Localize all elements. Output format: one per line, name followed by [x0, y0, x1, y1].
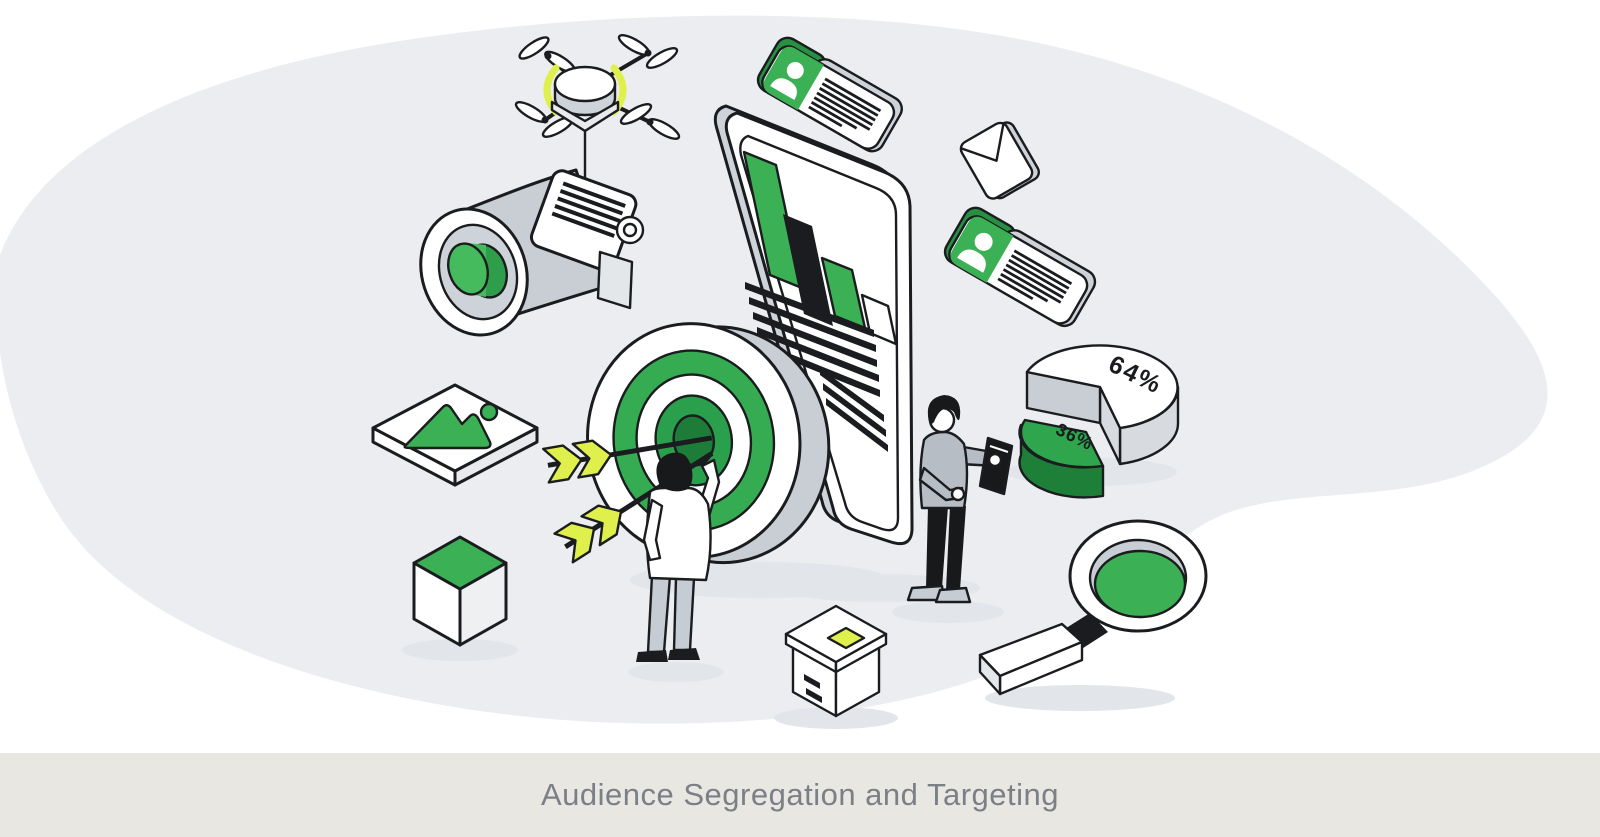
- smartphone: [713, 104, 914, 546]
- caption-band: Audience Segregation and Targeting: [0, 753, 1600, 837]
- hair: [656, 452, 693, 492]
- arrow-1: [541, 435, 713, 484]
- envelope-icon: [959, 121, 1041, 200]
- profile-card-middle: [943, 206, 1097, 328]
- audience-targeting-illustration: 64% 36%: [0, 15, 1548, 729]
- megaphone-handle: [596, 250, 634, 310]
- pie-chart: 64% 36%: [1018, 344, 1180, 499]
- ballot-slot: [826, 626, 866, 650]
- megaphone-icon: [419, 168, 645, 337]
- box-handle-mark: [804, 674, 822, 703]
- card-text-lines: [808, 77, 882, 131]
- user-icon: [957, 232, 993, 273]
- hair: [927, 395, 961, 424]
- profile-card-top: [756, 36, 903, 153]
- picture-icon: [403, 404, 492, 450]
- magnifying-glass-icon: [978, 519, 1208, 696]
- user-icon: [770, 61, 804, 100]
- lens: [1093, 549, 1187, 619]
- green-cube-icon: [412, 535, 508, 647]
- image-tile-icon: [371, 383, 539, 487]
- person-pointing-at-target: [636, 452, 721, 662]
- ballot-box-icon: [784, 604, 888, 718]
- page-title: Audience Segregation and Targeting: [541, 777, 1059, 812]
- document-text-lines: [745, 282, 888, 452]
- person-holding-tablet: [906, 395, 1014, 604]
- drone-icon: [514, 34, 681, 194]
- card-text-lines: [997, 249, 1073, 304]
